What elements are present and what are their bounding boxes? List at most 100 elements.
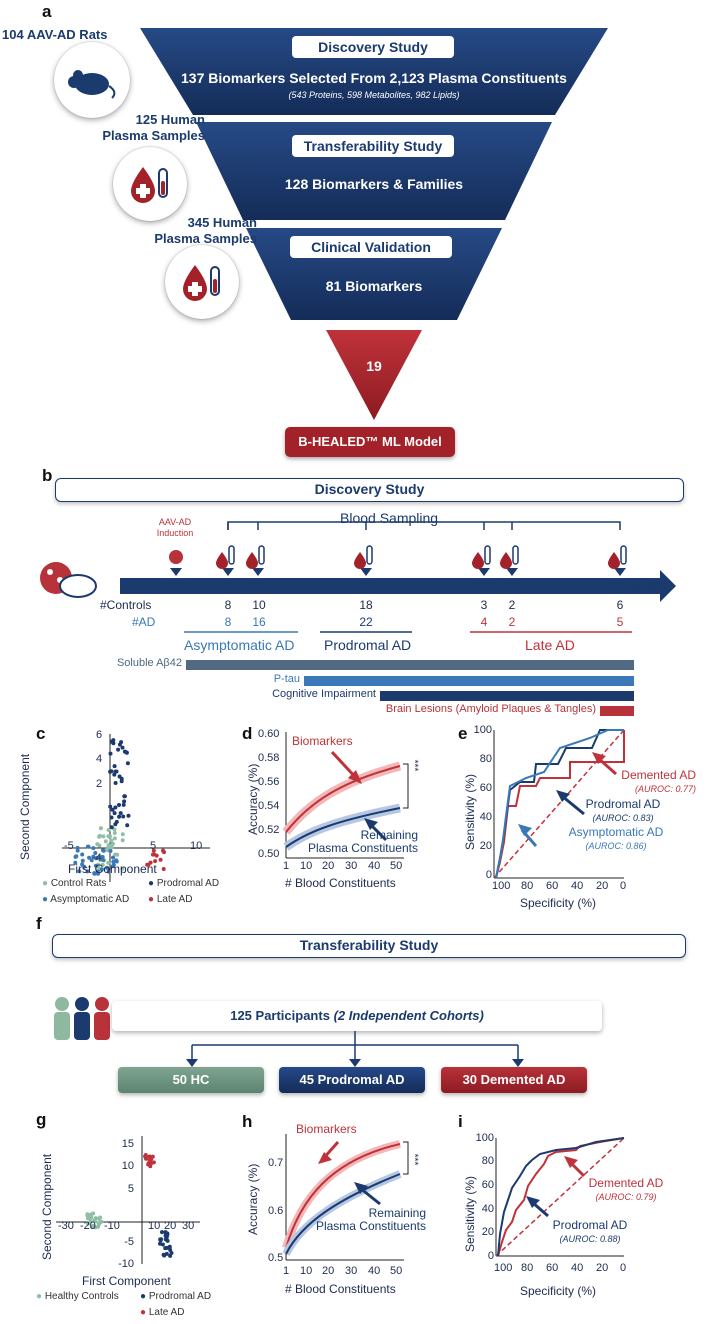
blood-icon-circle-2 <box>165 245 239 319</box>
i-ytick-100: 100 <box>475 1132 494 1144</box>
e-ytick-0: 0 <box>485 869 492 881</box>
controls-label: #Controls <box>100 598 152 612</box>
i-label-prodromal: Prodromal AD (AUROC: 0.88) <box>530 1218 650 1246</box>
c-xlabel: First Component <box>68 862 157 876</box>
scatter-point <box>103 839 108 844</box>
e-label-prodromal: Prodromal AD (AUROC: 0.83) <box>560 797 686 825</box>
scatter-point <box>161 848 165 853</box>
d-significance: *** <box>408 759 420 772</box>
scatter-point <box>125 823 130 828</box>
scatter-point <box>93 851 98 855</box>
g-ytick-5: 5 <box>127 1183 134 1195</box>
scatter-point <box>92 871 97 876</box>
g-ylabel: Second Component <box>40 1153 54 1260</box>
d-ytick-056: 0.56 <box>258 776 280 788</box>
tier3-text: 81 Biomarkers <box>325 278 423 294</box>
g-legend-late: ● Late AD <box>140 1307 185 1318</box>
model-label: B-HEALED™ ML Model <box>285 427 455 457</box>
e-label-demented-auroc: (AUROC: 0.77) <box>634 784 696 794</box>
i-xtick-80: 80 <box>521 1262 534 1274</box>
phase-late: Late AD <box>525 637 575 653</box>
scatter-point <box>125 761 130 766</box>
scatter-point <box>86 1221 91 1226</box>
scatter-point <box>75 848 80 853</box>
g-ytick-neg5: -5 <box>124 1236 134 1248</box>
h-label-remaining-l1: Remaining <box>368 1206 426 1220</box>
roc-plot-e <box>493 729 625 879</box>
c-ylabel-wrap: Second Component <box>18 740 34 870</box>
scatter-point <box>82 864 87 869</box>
month-10: 10 <box>359 580 373 594</box>
e-xtick-40: 40 <box>571 880 584 892</box>
scatter-point <box>94 856 99 861</box>
h-xtick-10: 10 <box>300 1265 313 1277</box>
h-ytick-05: 0.5 <box>268 1252 284 1264</box>
d-ytick-050: 0.50 <box>258 848 280 860</box>
group-hc-box: 50 HC <box>118 1067 264 1093</box>
scatter-point <box>91 846 96 851</box>
scatter-point <box>109 845 114 850</box>
g-legend-prodromal-text: Prodromal AD <box>148 1291 212 1302</box>
marker-label-abeta: Soluble Aβ42 <box>116 657 182 669</box>
scatter-point <box>101 858 106 862</box>
month-2: 2 <box>172 580 180 594</box>
scatter-point <box>150 852 155 857</box>
tier2-title: Transferability Study <box>292 135 454 157</box>
scatter-point <box>120 745 125 750</box>
d-xtick-40: 40 <box>368 860 381 872</box>
scatter-point <box>77 869 82 874</box>
funnel-tier-4 <box>326 330 422 420</box>
tier1-subtext: (543 Proteins, 598 Metabolites, 982 Lipi… <box>288 90 460 100</box>
panel-label-a: a <box>42 2 52 21</box>
controls-10: 18 <box>359 598 373 612</box>
ad-10: 22 <box>359 615 373 629</box>
e-xtick-100: 100 <box>492 880 511 892</box>
marker-label-lesions: Brain Lesions (Amyloid Plaques & Tangles… <box>385 703 596 715</box>
side-label-human-125-l1: 125 Human <box>135 112 205 127</box>
scatter-point <box>86 844 91 849</box>
h-xtick-40: 40 <box>368 1265 381 1277</box>
c-ytick-2: 2 <box>96 778 103 790</box>
scatter-point <box>119 779 124 784</box>
e-label-demented-name: Demented AD <box>621 768 696 782</box>
month-3: 3 <box>224 580 232 594</box>
i-label-demented-name: Demented AD <box>588 1176 664 1190</box>
e-xtick-80: 80 <box>521 880 534 892</box>
c-xtick-10: 10 <box>190 840 203 852</box>
transferability-banner: Transferability Study <box>52 934 686 958</box>
tier4-text: 19 <box>366 358 382 374</box>
i-ytick-40: 40 <box>481 1203 494 1215</box>
scatter-point <box>108 751 113 756</box>
c-ylabel: Second Component <box>18 753 32 860</box>
h-xtick-30: 30 <box>345 1265 358 1277</box>
cohorts-text: (2 Independent Cohorts) <box>333 1008 484 1023</box>
induction-label: AAV-AD Induction <box>145 517 205 539</box>
ad-30: 5 <box>616 615 624 629</box>
d-label-remaining-l1: Remaining <box>360 828 418 842</box>
g-legend-healthy: ● Healthy Controls <box>36 1291 119 1302</box>
blood-drop-icons <box>216 552 620 569</box>
scatter-point <box>165 1233 170 1238</box>
participants-box: 125 Participants (2 Independent Cohorts) <box>112 1001 602 1031</box>
i-ytick-0: 0 <box>487 1250 494 1262</box>
scatter-point <box>112 811 117 816</box>
c-xtick-5: 5 <box>150 840 157 852</box>
side-label-human-345: 345 Human Plasma Samples <box>92 215 257 247</box>
g-xlabel: First Component <box>82 1274 171 1288</box>
scatter-point <box>112 836 117 841</box>
scatter-point <box>168 1253 173 1258</box>
c-legend-control: ● Control Rats <box>42 878 107 889</box>
scatter-point <box>158 1241 162 1246</box>
scatter-point <box>114 819 119 824</box>
scatter-point <box>106 860 111 865</box>
scatter-point <box>151 848 156 853</box>
c-legend-prodromal: ● Prodromal AD <box>148 878 220 889</box>
scatter-point <box>110 864 115 869</box>
scatter-point <box>100 862 105 867</box>
scatter-point <box>158 1237 163 1242</box>
scatter-point <box>106 843 111 848</box>
panel-label-b: b <box>42 466 53 485</box>
h-label-remaining: Remaining Plasma Constituents <box>300 1207 426 1233</box>
e-xlabel: Specificity (%) <box>520 896 597 910</box>
scatter-point <box>117 742 122 747</box>
